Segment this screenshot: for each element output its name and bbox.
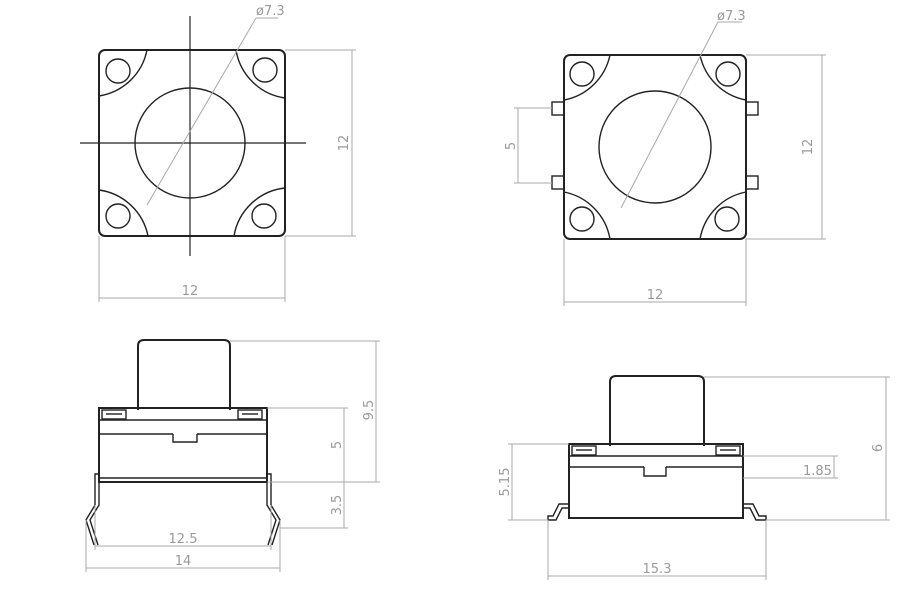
- width-label: 12: [647, 288, 664, 303]
- diameter-leader: [620, 21, 719, 209]
- side-view-tht: 9.5 5 3.5 12.5 14: [85, 339, 380, 572]
- slot-left: [101, 409, 127, 420]
- mount-hole-br: [251, 203, 277, 229]
- height-label: 12: [801, 139, 816, 156]
- total-height-label: 6: [871, 444, 886, 452]
- pin-tab-left-top: [551, 101, 565, 116]
- diameter-leader: [146, 17, 257, 206]
- mount-hole-tr: [715, 61, 741, 87]
- corner-arc-br: [233, 187, 286, 237]
- top-view-smd: ø7.3 5 12 12: [504, 9, 826, 306]
- mount-hole-tr: [252, 57, 278, 83]
- overall-width-label: 14: [175, 554, 192, 569]
- diameter-label: ø7.3: [256, 4, 285, 19]
- pin-right: [266, 473, 281, 546]
- body: [98, 407, 268, 483]
- mount-hole-bl: [105, 203, 131, 229]
- pin-length-label: 3.5: [330, 495, 345, 516]
- mount-hole-br: [714, 206, 740, 232]
- height-label: 12: [337, 135, 352, 152]
- pin-tab-right-bottom: [745, 175, 759, 190]
- pin-span-label: 12.5: [169, 532, 198, 547]
- total-height-label: 9.5: [362, 400, 377, 421]
- corner-arc-tl: [98, 49, 148, 97]
- lead-right: [743, 503, 767, 521]
- corner-arc-bl: [563, 191, 611, 240]
- slot-left: [571, 445, 597, 456]
- slot-right: [715, 445, 741, 456]
- slot-right: [237, 409, 263, 420]
- mount-hole-tl: [105, 58, 131, 84]
- diameter-label: ø7.3: [717, 9, 746, 24]
- pin-pitch-label: 5: [504, 142, 519, 150]
- plunger: [609, 375, 705, 446]
- body-height-label: 5: [330, 441, 345, 449]
- overall-width-label: 15.3: [643, 562, 672, 577]
- body-notch: [643, 467, 667, 477]
- body-notch: [172, 434, 198, 443]
- corner-arc-bl: [98, 189, 149, 237]
- mount-hole-bl: [569, 206, 595, 232]
- width-label: 12: [182, 284, 199, 299]
- actuator-circle: [598, 90, 712, 204]
- corner-arc-tr: [699, 54, 747, 101]
- pin-tab-right-top: [745, 101, 759, 116]
- pin-tab-left-bottom: [551, 175, 565, 190]
- pin-left: [85, 473, 100, 546]
- side-view-smd: 6 1.85 5.15 15.3: [498, 375, 890, 580]
- plunger: [137, 339, 231, 410]
- mount-hole-tl: [569, 61, 595, 87]
- body: [568, 443, 744, 519]
- offset-label: 1.85: [803, 464, 832, 479]
- body-outline: [563, 54, 747, 240]
- corner-arc-tl: [563, 54, 611, 101]
- corner-arc-br: [699, 191, 747, 240]
- lead-left: [547, 503, 569, 521]
- top-view-tht: ø7.3 12 12: [80, 4, 356, 302]
- corner-arc-tr: [235, 49, 286, 99]
- body-height-label: 5.15: [498, 468, 513, 497]
